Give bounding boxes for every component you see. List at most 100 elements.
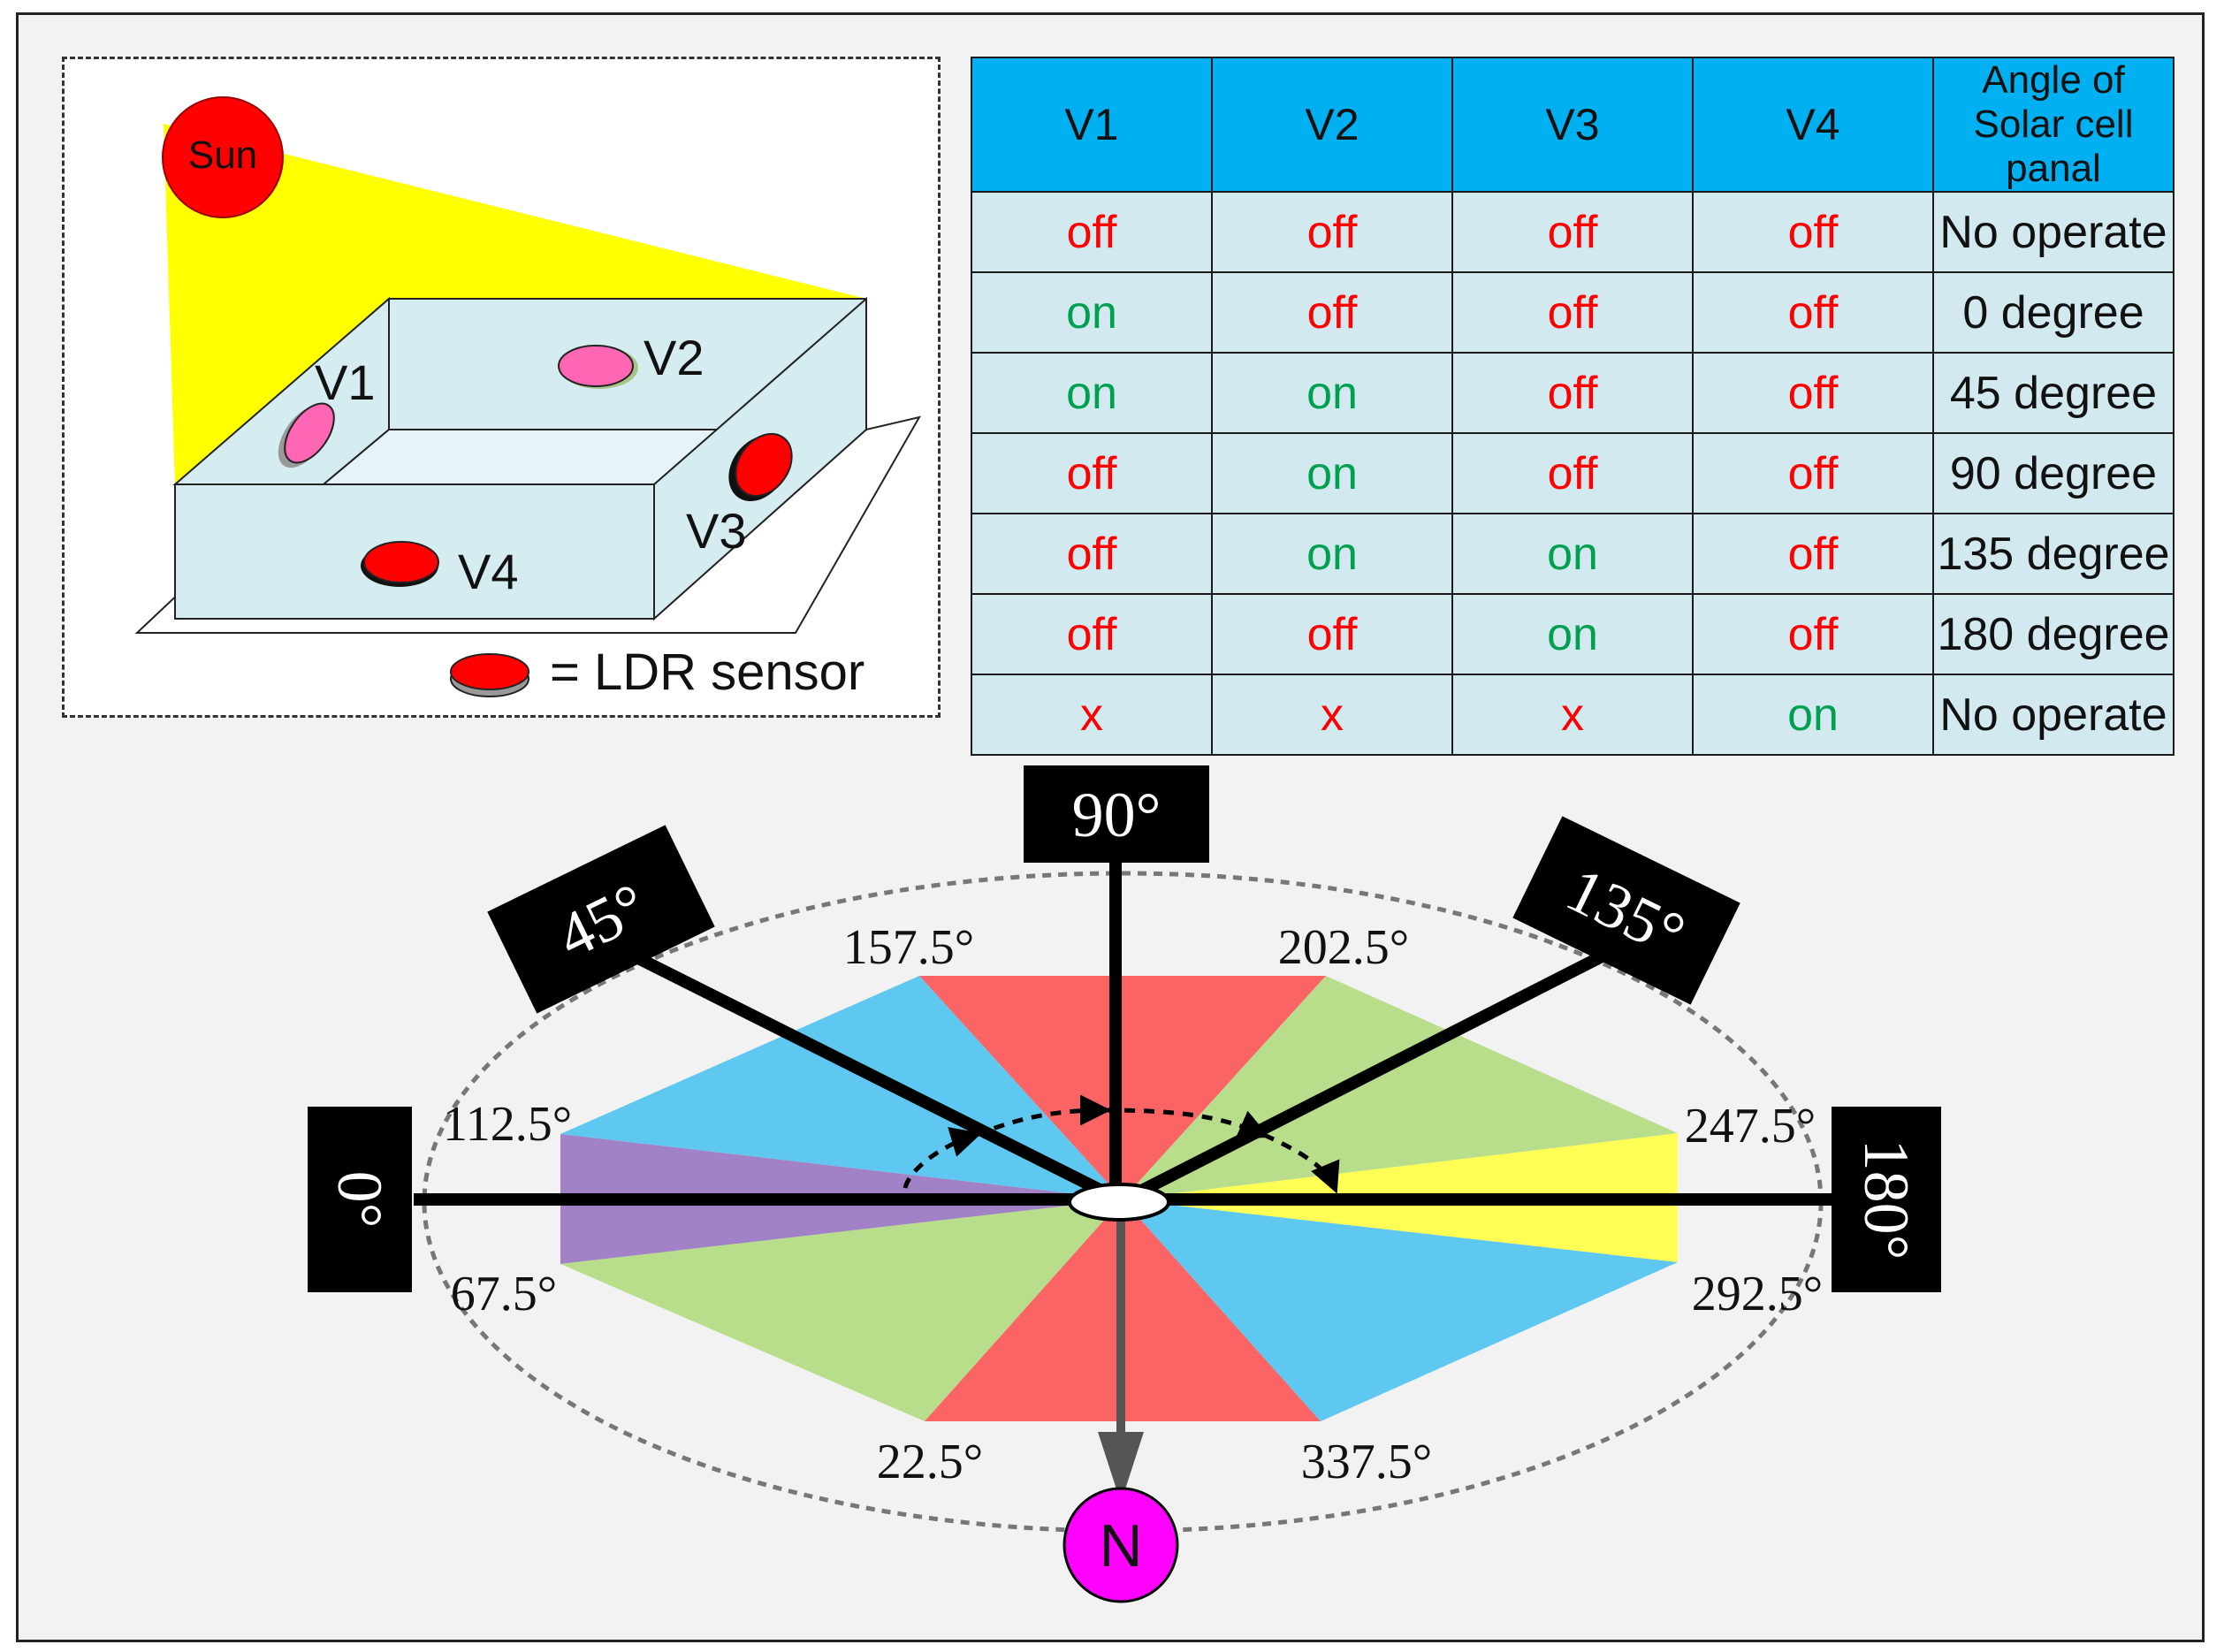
sensor-box-illustration: Sun V1 V2 V3 V4 = LDR sensor (134, 96, 922, 701)
sector-label-112-5: 112.5° (443, 1097, 572, 1152)
cell-v3: off (1451, 432, 1694, 514)
cell-v4: off (1692, 593, 1934, 675)
cell-angle: 45 degree (1932, 352, 2174, 434)
header-v3: V3 (1451, 57, 1694, 193)
sensor-v2 (558, 345, 638, 389)
sector-label-247-5: 247.5° (1685, 1099, 1816, 1153)
ldr-sensor-icon (363, 541, 439, 583)
angle-label-180: 180° (1851, 1139, 1922, 1260)
table-row: x x x on No operate (971, 674, 2174, 756)
header-angle: Angle of Solar cell panal (1932, 57, 2174, 193)
sensor-label-v3: V3 (686, 503, 747, 559)
cell-v1: off (971, 432, 1213, 514)
cell-v3: off (1451, 271, 1694, 354)
sector-label-202-5: 202.5° (1278, 920, 1409, 975)
sun-label: Sun (188, 133, 257, 177)
table-row: off off off off No operate (971, 191, 2174, 273)
cell-v1: x (971, 674, 1213, 756)
angle-label-90: 90° (1072, 780, 1162, 850)
sensor-v4 (361, 541, 439, 587)
cell-v1: off (971, 513, 1213, 595)
sensor-v3 (728, 432, 793, 502)
cell-v2: off (1211, 191, 1453, 273)
rotation-arrow-4 (1262, 1132, 1340, 1194)
cell-v2: off (1211, 271, 1453, 354)
sector-blue-lower-right (1123, 1199, 1678, 1421)
panel-label-90: 90° (1024, 765, 1209, 863)
sun-icon (162, 96, 284, 218)
table-row: off off on off 180 degree (971, 593, 2174, 675)
panel-label-45: 45° (487, 825, 715, 1014)
cell-v4: off (1692, 513, 1934, 595)
ldr-sensor-icon (558, 345, 634, 387)
table-row: on off off off 0 degree (971, 271, 2174, 354)
rotation-arrow-2 (975, 1094, 1111, 1138)
cell-v2: on (1211, 513, 1453, 595)
cell-v1: off (971, 191, 1213, 273)
cell-v2: x (1211, 674, 1453, 756)
header-v2: V2 (1211, 57, 1453, 193)
north-arrow-head-icon (1098, 1432, 1144, 1503)
header-v1: V1 (971, 57, 1213, 193)
cell-angle: No operate (1932, 674, 2174, 756)
cell-v1: on (971, 352, 1213, 434)
sensor-label-v2: V2 (644, 330, 705, 385)
axis-135 (1121, 945, 1616, 1206)
cell-v2: on (1211, 432, 1453, 514)
cell-v1: off (971, 593, 1213, 675)
header-v4: V4 (1692, 57, 1934, 193)
table-row: off on off off 90 degree (971, 432, 2174, 514)
compass-diagram: 0° 45° 90° 135° 180° 22.5° 67.5° 112.5° … (308, 765, 1941, 1603)
sector-blue-upper-left (560, 976, 1123, 1199)
cell-v3: on (1451, 593, 1694, 675)
table-header-row: V1 V2 V3 V4 Angle of Solar cell panal (971, 57, 2174, 193)
sector-label-157-5: 157.5° (843, 920, 974, 975)
cell-v3: off (1451, 191, 1694, 273)
sensor-angle-table: V1 V2 V3 V4 Angle of Solar cell panal of… (971, 57, 2174, 756)
cell-v3: x (1451, 674, 1694, 756)
sensor-v1 (278, 402, 335, 468)
rotation-arrow-1 (903, 1127, 982, 1189)
sector-label-292-5: 292.5° (1692, 1267, 1823, 1321)
panel-label-0: 0° (308, 1107, 412, 1292)
cell-v3: on (1451, 513, 1694, 595)
ldr-sensor-icon (735, 432, 793, 498)
ldr-sensor-icon (284, 402, 335, 464)
cell-v4: off (1692, 271, 1934, 354)
cell-v1: on (971, 271, 1213, 354)
sensor-label-v1: V1 (315, 354, 376, 410)
table-row: off on on off 135 degree (971, 513, 2174, 595)
cell-angle: 0 degree (1932, 271, 2174, 354)
sector-label-22-5: 22.5° (877, 1435, 983, 1489)
sector-green-lower-left (560, 1199, 1123, 1421)
panel-label-135: 135° (1512, 816, 1740, 1005)
cell-v4: on (1692, 674, 1934, 756)
ldr-sensor-icon (450, 653, 529, 690)
axis-45 (635, 952, 1123, 1206)
cell-v4: off (1692, 191, 1934, 273)
north-label: N (1099, 1512, 1142, 1580)
legend-ldr-sensor: = LDR sensor (450, 643, 864, 701)
cell-angle: No operate (1932, 191, 2174, 273)
north-icon (1062, 1487, 1179, 1603)
sector-label-337-5: 337.5° (1301, 1435, 1432, 1489)
rotation-arrow-3 (1104, 1108, 1270, 1139)
pivot-hub (1068, 1183, 1170, 1222)
cell-v4: off (1692, 352, 1934, 434)
sector-red-top (919, 976, 1326, 1199)
panel-label-180: 180° (1832, 1107, 1941, 1292)
angle-label-0: 0° (324, 1171, 395, 1229)
cell-angle: 180 degree (1932, 593, 2174, 675)
sensor-label-v4: V4 (458, 544, 519, 599)
cell-angle: 90 degree (1932, 432, 2174, 514)
legend-label: = LDR sensor (550, 643, 864, 701)
cell-v2: on (1211, 352, 1453, 434)
sector-label-67-5: 67.5° (451, 1267, 557, 1321)
sector-green-upper-right (1123, 976, 1678, 1199)
cell-v3: off (1451, 352, 1694, 434)
cell-v2: off (1211, 593, 1453, 675)
cell-angle: 135 degree (1932, 513, 2174, 595)
cell-v4: off (1692, 432, 1934, 514)
table-row: on on off off 45 degree (971, 352, 2174, 434)
